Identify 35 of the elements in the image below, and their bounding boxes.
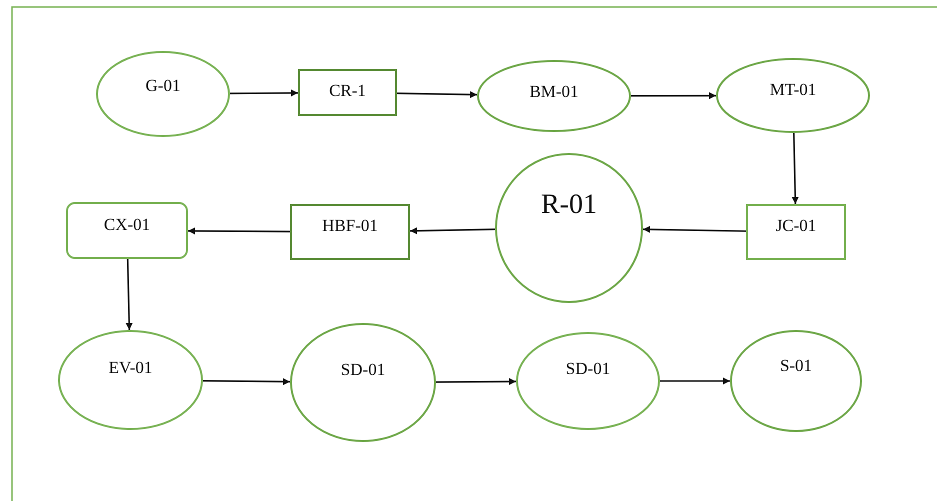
arrow — [631, 92, 716, 100]
process-circle — [495, 153, 643, 303]
arrow — [230, 89, 298, 96]
process-ellipse — [58, 330, 203, 430]
arrow — [202, 378, 290, 386]
process-ellipse — [477, 60, 631, 132]
node-label: G-01 — [144, 76, 182, 96]
node-label: BM-01 — [528, 82, 580, 102]
process-box — [298, 69, 397, 116]
node-label: SD-01 — [340, 360, 386, 380]
arrow — [396, 91, 478, 98]
arrow — [188, 227, 290, 234]
process-box — [66, 202, 188, 259]
process-ellipse — [730, 330, 862, 432]
arrow — [410, 227, 496, 234]
node-label: CR-1 — [328, 81, 367, 101]
node-label: S-01 — [778, 356, 814, 376]
node-label: HBF-01 — [321, 216, 379, 236]
arrow — [792, 132, 799, 204]
node-label: EV-01 — [108, 358, 154, 378]
process-box — [746, 204, 846, 260]
arrow — [660, 378, 730, 384]
process-ellipse — [290, 323, 436, 442]
node-label: CX-01 — [102, 215, 152, 235]
process-box — [290, 204, 410, 260]
node-label: MT-01 — [768, 80, 818, 100]
process-ellipse — [516, 332, 660, 430]
arrow — [126, 258, 133, 330]
arrow — [642, 226, 746, 233]
process-ellipse — [96, 51, 230, 137]
process-ellipse — [716, 58, 870, 133]
node-label: R-01 — [540, 189, 598, 221]
node-label: JC-01 — [774, 216, 818, 236]
node-label: SD-01 — [564, 359, 612, 379]
arrow — [436, 378, 516, 386]
